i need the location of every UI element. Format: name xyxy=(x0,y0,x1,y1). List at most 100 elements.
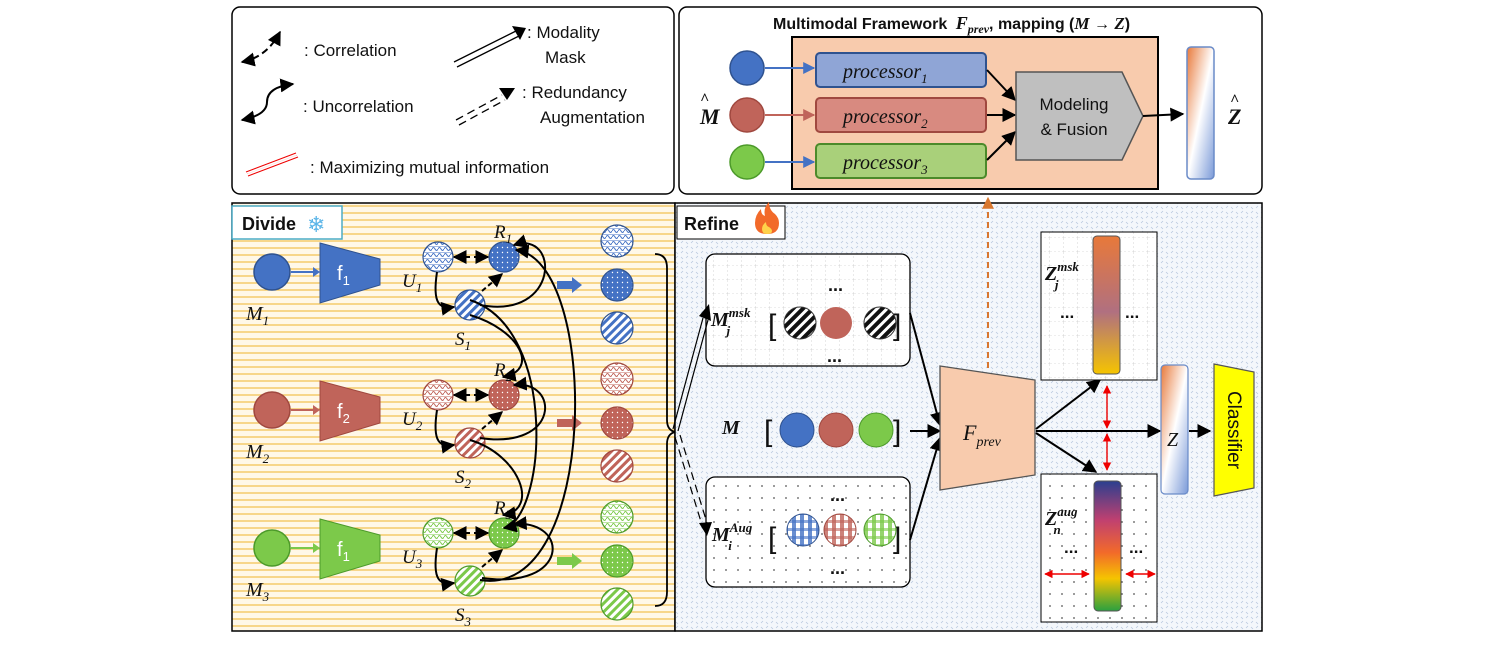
hat-2: ^ xyxy=(1230,92,1239,109)
output-arrow xyxy=(557,277,582,293)
legend-correlation: : Correlation xyxy=(304,41,397,60)
output-unique xyxy=(600,362,634,396)
mask-arrow xyxy=(672,304,711,432)
fire-icon xyxy=(755,202,779,234)
refine-title: Refine xyxy=(684,214,739,234)
framework-title: Multimodal Framework Fprev, mapping (M →… xyxy=(773,13,1130,36)
svg-text:processor1: processor1 xyxy=(841,61,928,86)
redundant-feature xyxy=(488,241,520,273)
unique-feature xyxy=(422,241,454,273)
svg-text:Classifier: Classifier xyxy=(1223,391,1244,470)
output-redundant xyxy=(600,544,634,578)
modeling-fusion-block: Modeling & Fusion xyxy=(1015,71,1144,161)
modality-label: M2 xyxy=(245,441,270,466)
svg-text:processor2: processor2 xyxy=(841,106,928,131)
svg-text:...: ... xyxy=(830,485,845,505)
output-shared xyxy=(600,449,634,483)
encoder-block xyxy=(319,242,381,304)
uncorrelation-arrow-icon xyxy=(240,78,295,125)
framework-input-label: M xyxy=(699,104,721,129)
svg-text:[: [ xyxy=(764,415,773,448)
modality-input xyxy=(253,391,291,429)
svg-text:...: ... xyxy=(828,275,843,295)
svg-text:]: ] xyxy=(893,415,901,448)
svg-text:[: [ xyxy=(768,522,777,555)
input-red xyxy=(729,97,765,133)
legend-panel: : Correlation : Uncorrelation : Modality… xyxy=(231,6,675,195)
mutual-info-arrow-icon xyxy=(245,152,299,177)
s-label: S2 xyxy=(455,467,472,491)
legend-uncorrelation: : Uncorrelation xyxy=(303,97,414,116)
modality-label: M1 xyxy=(245,303,269,328)
svg-text:...: ... xyxy=(1064,538,1078,557)
svg-text:...: ... xyxy=(1125,303,1139,322)
output-shared xyxy=(600,587,634,621)
legend-mutual-info: : Maximizing mutual information xyxy=(310,158,549,177)
correlation-arrow-icon xyxy=(240,30,281,67)
modality-label: M3 xyxy=(245,579,270,604)
svg-text:M: M xyxy=(721,417,741,439)
divide-outputs xyxy=(600,224,634,621)
encoder-label: f2 xyxy=(337,401,350,426)
svg-text:& Fusion: & Fusion xyxy=(1040,120,1107,139)
r-label: R1 xyxy=(493,222,512,246)
legend-modality-1: : Modality xyxy=(527,23,600,42)
s-label: S1 xyxy=(455,329,471,353)
output-redundant xyxy=(600,268,634,302)
svg-text:processor3: processor3 xyxy=(841,152,928,177)
unique-feature xyxy=(422,379,454,411)
u-label: U1 xyxy=(402,271,422,295)
output-vector xyxy=(1186,46,1215,180)
svg-text:]: ] xyxy=(893,309,901,342)
svg-text:...: ... xyxy=(1060,303,1074,322)
modality-input xyxy=(253,529,291,567)
snowflake-icon: ❄ xyxy=(307,212,325,237)
fprev-block: Fprev xyxy=(939,365,1036,491)
divide-title-box xyxy=(231,205,343,240)
svg-text:Fprev: Fprev xyxy=(962,420,1002,450)
z-vector: Z xyxy=(1160,364,1189,495)
s-label: S3 xyxy=(455,605,472,629)
svg-text:...: ... xyxy=(830,558,845,578)
svg-text:]: ] xyxy=(893,522,901,555)
output-shared xyxy=(600,311,634,345)
aug-arrow xyxy=(674,434,712,536)
u-label: U2 xyxy=(402,409,423,433)
encoder-label: f1 xyxy=(337,539,350,564)
legend-redundancy-2: Augmentation xyxy=(540,108,645,127)
output-arrow xyxy=(557,553,582,569)
u-label: U3 xyxy=(402,547,423,571)
processor-3: processor3 xyxy=(815,143,987,179)
processor-1: processor1 xyxy=(815,52,987,88)
legend-redundancy-1: : Redundancy xyxy=(522,83,627,102)
modality-mask-arrow-icon xyxy=(453,26,526,68)
svg-text:Z: Z xyxy=(1167,429,1179,451)
output-unique xyxy=(600,500,634,534)
framework-panel: Multimodal Framework Fprev, mapping (M →… xyxy=(678,6,1263,195)
classifier-block: Classifier xyxy=(1213,363,1255,497)
legend-modality-2: Mask xyxy=(545,48,586,67)
hat-1: ^ xyxy=(700,91,709,108)
framework-output-label: Z xyxy=(1227,104,1241,129)
svg-text:[: [ xyxy=(768,309,777,342)
output-unique xyxy=(600,224,634,258)
encoder-label: f1 xyxy=(337,263,350,288)
uncorrelation-curves xyxy=(469,234,577,582)
unique-feature xyxy=(422,517,454,549)
encoder-block xyxy=(319,380,381,442)
svg-text:Modeling: Modeling xyxy=(1040,95,1109,114)
svg-text:...: ... xyxy=(827,346,842,366)
svg-text:...: ... xyxy=(1129,538,1143,557)
